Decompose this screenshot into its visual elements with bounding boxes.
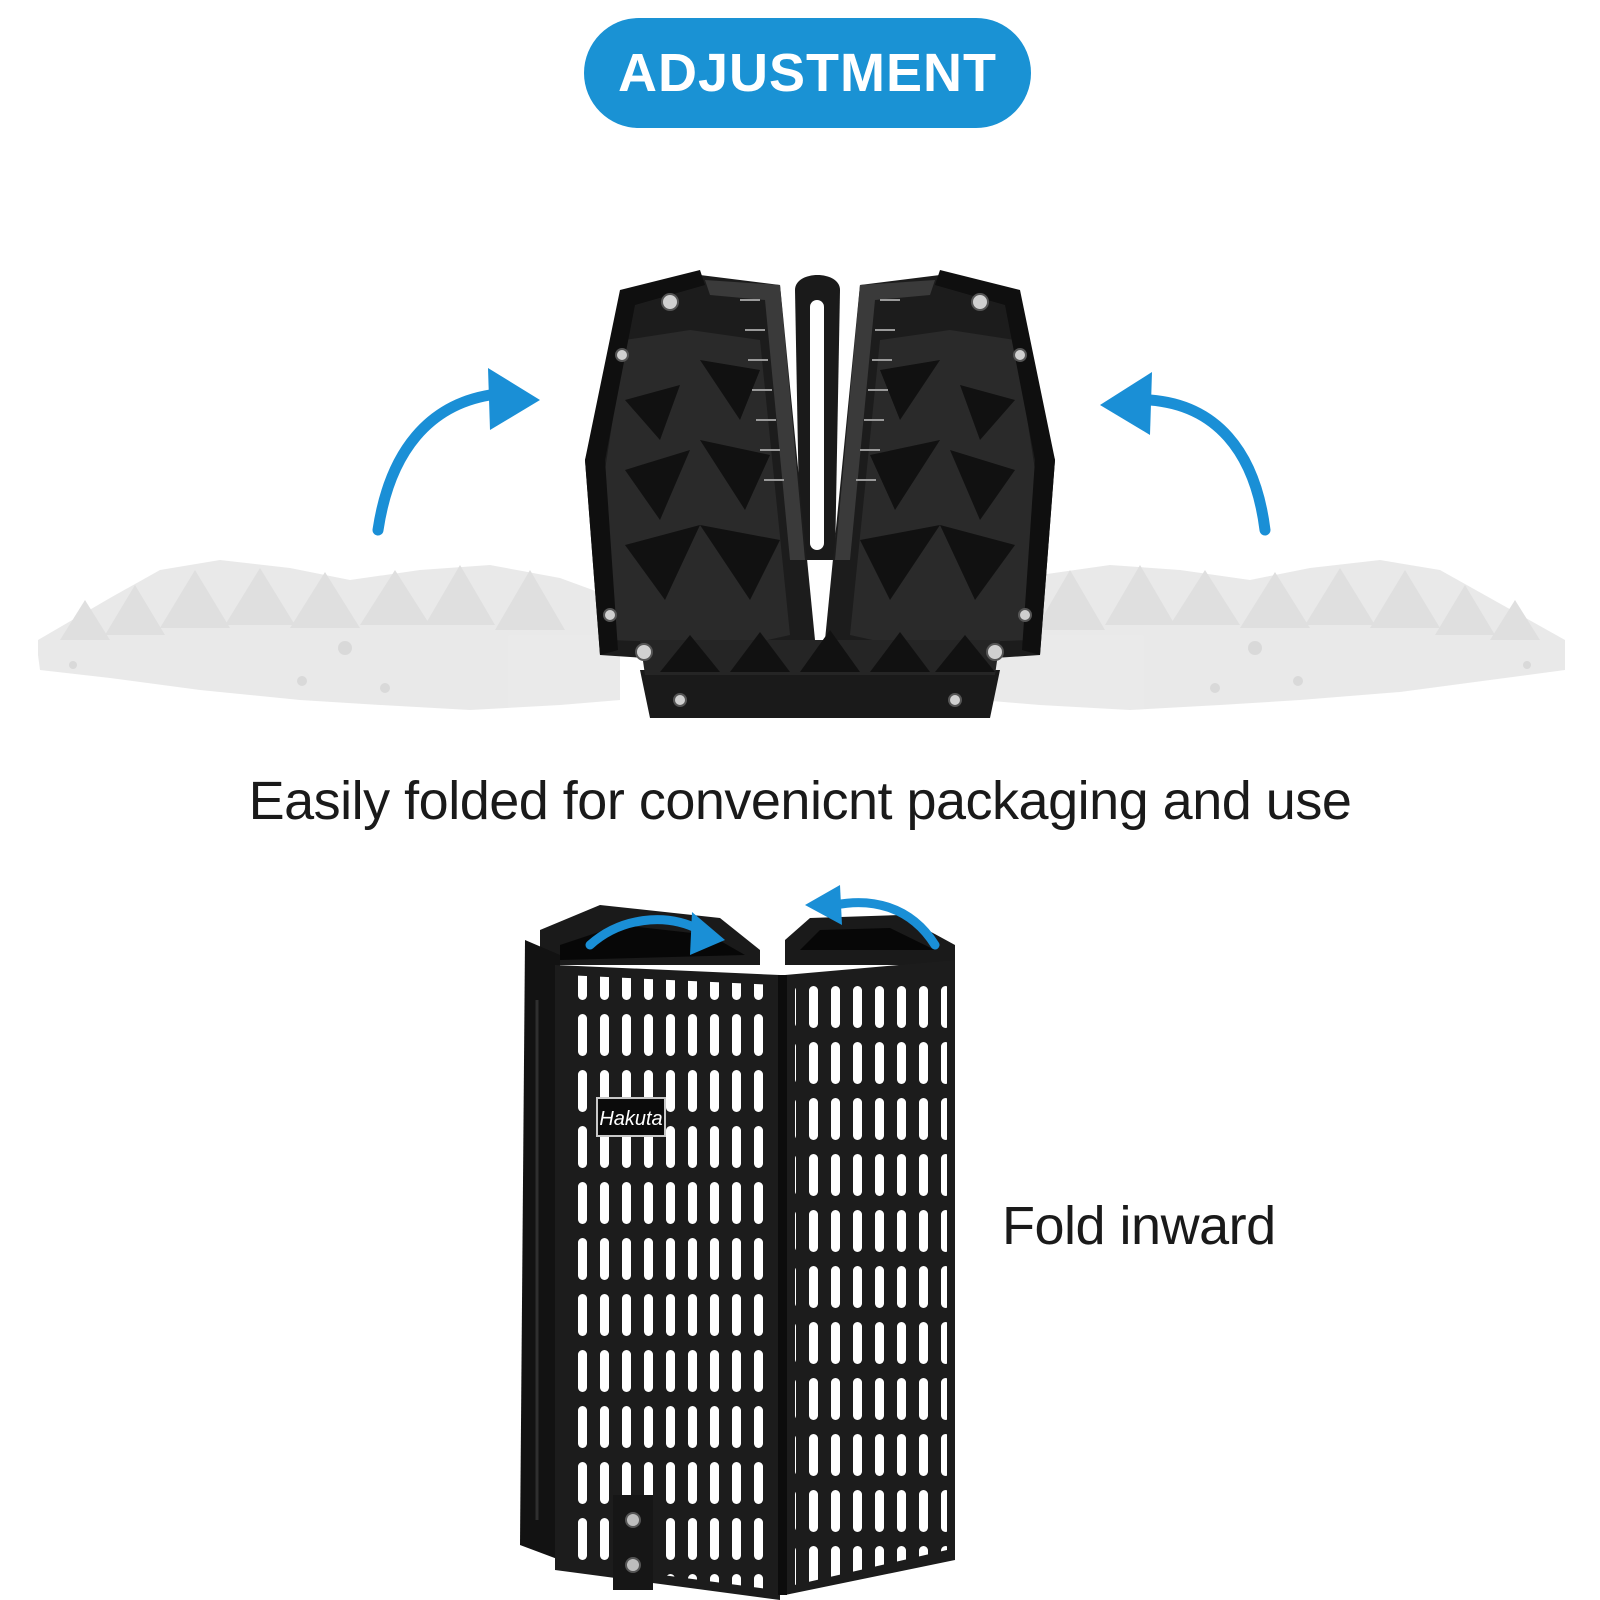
folded-cylinder [520,905,955,1600]
curved-arrow-icon [1100,372,1271,536]
brand-logo: Hakuta [599,1108,662,1130]
adjustment-badge: ADJUSTMENT [584,18,1031,128]
folded-panel-top [585,270,1055,718]
fold-caption: Easily folded for convenicnt packaging a… [248,771,1352,831]
ghost-panel-left [38,560,620,710]
curved-arrow-icon [805,885,940,950]
curved-arrow-icon [372,368,540,536]
curved-arrow-icon [585,912,725,955]
ghost-panel-right [980,560,1565,710]
fold-inward-label: Fold inward [1002,1196,1276,1256]
